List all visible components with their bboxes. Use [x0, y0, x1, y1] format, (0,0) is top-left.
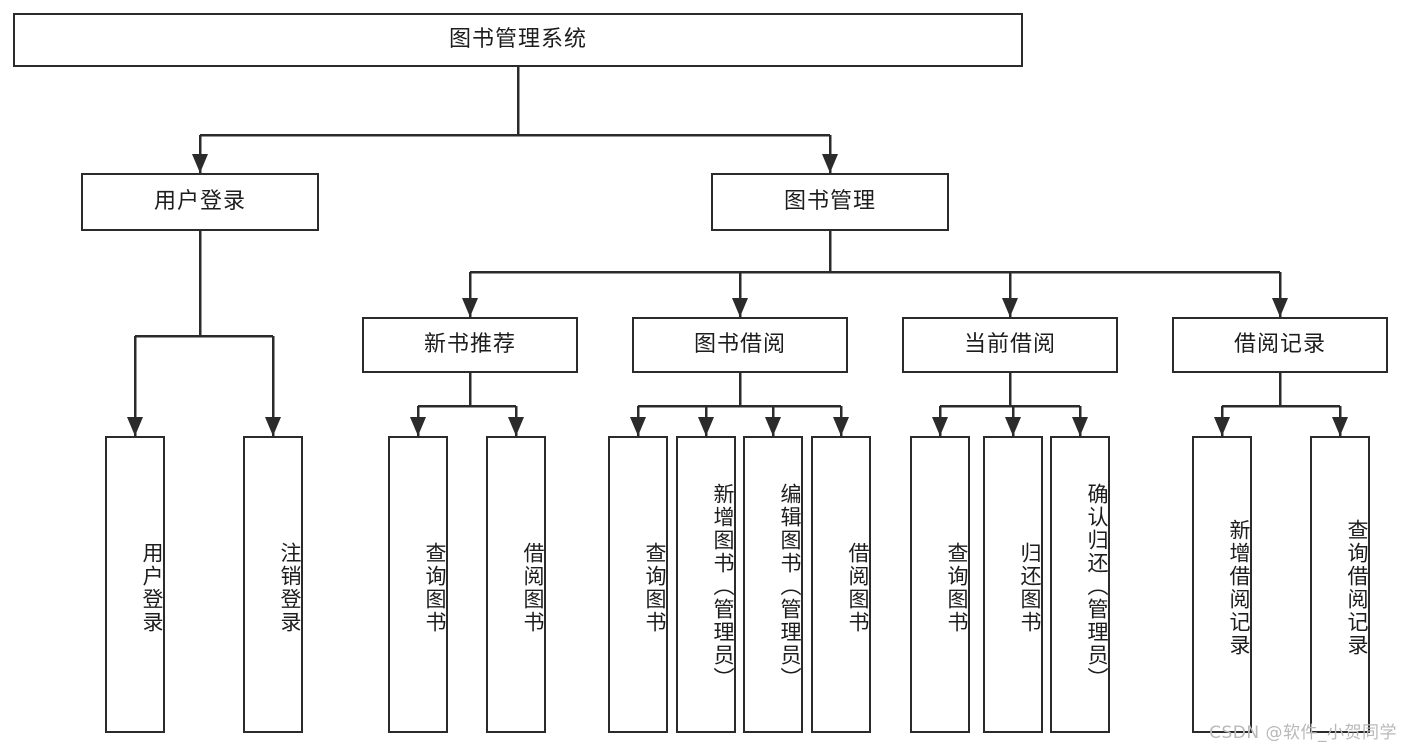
arrowhead-icon: [822, 154, 838, 173]
node-l2[interactable]: 注销登录: [243, 436, 303, 733]
node-b1[interactable]: 查询图书: [608, 436, 668, 733]
arrowhead-icon: [630, 417, 646, 436]
arrowhead-icon: [732, 298, 748, 317]
arrowhead-icon: [508, 417, 524, 436]
node-current[interactable]: 当前借阅: [902, 317, 1118, 373]
node-b3[interactable]: 编辑图书（管理员）: [743, 436, 803, 733]
arrowhead-icon: [1214, 417, 1230, 436]
node-b2[interactable]: 新增图书（管理员）: [676, 436, 736, 733]
arrowhead-icon: [192, 154, 208, 173]
node-label: 编辑图书（管理员）: [778, 483, 802, 690]
node-r1[interactable]: 新增借阅记录: [1192, 436, 1252, 733]
arrowhead-icon: [410, 417, 426, 436]
node-label: 查询借阅记录: [1345, 518, 1369, 657]
arrowhead-icon: [833, 417, 849, 436]
arrowhead-icon: [1332, 417, 1348, 436]
arrowhead-icon: [462, 298, 478, 317]
arrowhead-icon: [1272, 298, 1288, 317]
arrowhead-icon: [1005, 417, 1021, 436]
node-login[interactable]: 用户登录: [81, 173, 319, 231]
arrowhead-icon: [127, 417, 143, 436]
node-bookmgmt[interactable]: 图书管理: [711, 173, 949, 231]
node-newrec[interactable]: 新书推荐: [362, 317, 578, 373]
arrowhead-icon: [698, 417, 714, 436]
node-label: 借阅记录: [1233, 331, 1326, 357]
node-label: 新书推荐: [423, 331, 516, 357]
node-b4[interactable]: 借阅图书: [811, 436, 871, 733]
node-label: 借阅图书: [846, 541, 870, 634]
arrowhead-icon: [265, 417, 281, 436]
node-n1[interactable]: 查询图书: [388, 436, 448, 733]
node-records[interactable]: 借阅记录: [1172, 317, 1388, 373]
node-n2[interactable]: 借阅图书: [486, 436, 546, 733]
node-label: 查询图书: [423, 541, 447, 634]
node-c1[interactable]: 查询图书: [910, 436, 970, 733]
node-borrow[interactable]: 图书借阅: [632, 317, 848, 373]
arrowhead-icon: [1002, 298, 1018, 317]
node-root[interactable]: 图书管理系统: [13, 13, 1023, 67]
node-label: 查询图书: [643, 541, 667, 634]
node-label: 图书管理系统: [448, 26, 587, 52]
node-label: 查询图书: [945, 541, 969, 634]
node-label: 借阅图书: [521, 541, 545, 634]
node-c3[interactable]: 确认归还（管理员）: [1050, 436, 1110, 733]
node-label: 新增借阅记录: [1227, 518, 1251, 657]
node-label: 用户登录: [153, 188, 246, 214]
node-label: 确认归还（管理员）: [1085, 483, 1109, 690]
node-label: 当前借阅: [963, 331, 1056, 357]
arrowhead-icon: [765, 417, 781, 436]
node-label: 新增图书（管理员）: [711, 483, 735, 690]
node-l1[interactable]: 用户登录: [105, 436, 165, 733]
node-label: 归还图书: [1018, 541, 1042, 634]
node-label: 图书管理: [783, 188, 876, 214]
node-label: 注销登录: [278, 541, 302, 634]
node-label: 用户登录: [140, 541, 164, 634]
arrowhead-icon: [932, 417, 948, 436]
arrowhead-icon: [1072, 417, 1088, 436]
watermark-label: CSDN @软件_小贺同学: [1209, 723, 1397, 743]
node-r2[interactable]: 查询借阅记录: [1310, 436, 1370, 733]
node-c2[interactable]: 归还图书: [983, 436, 1043, 733]
node-label: 图书借阅: [693, 331, 786, 357]
